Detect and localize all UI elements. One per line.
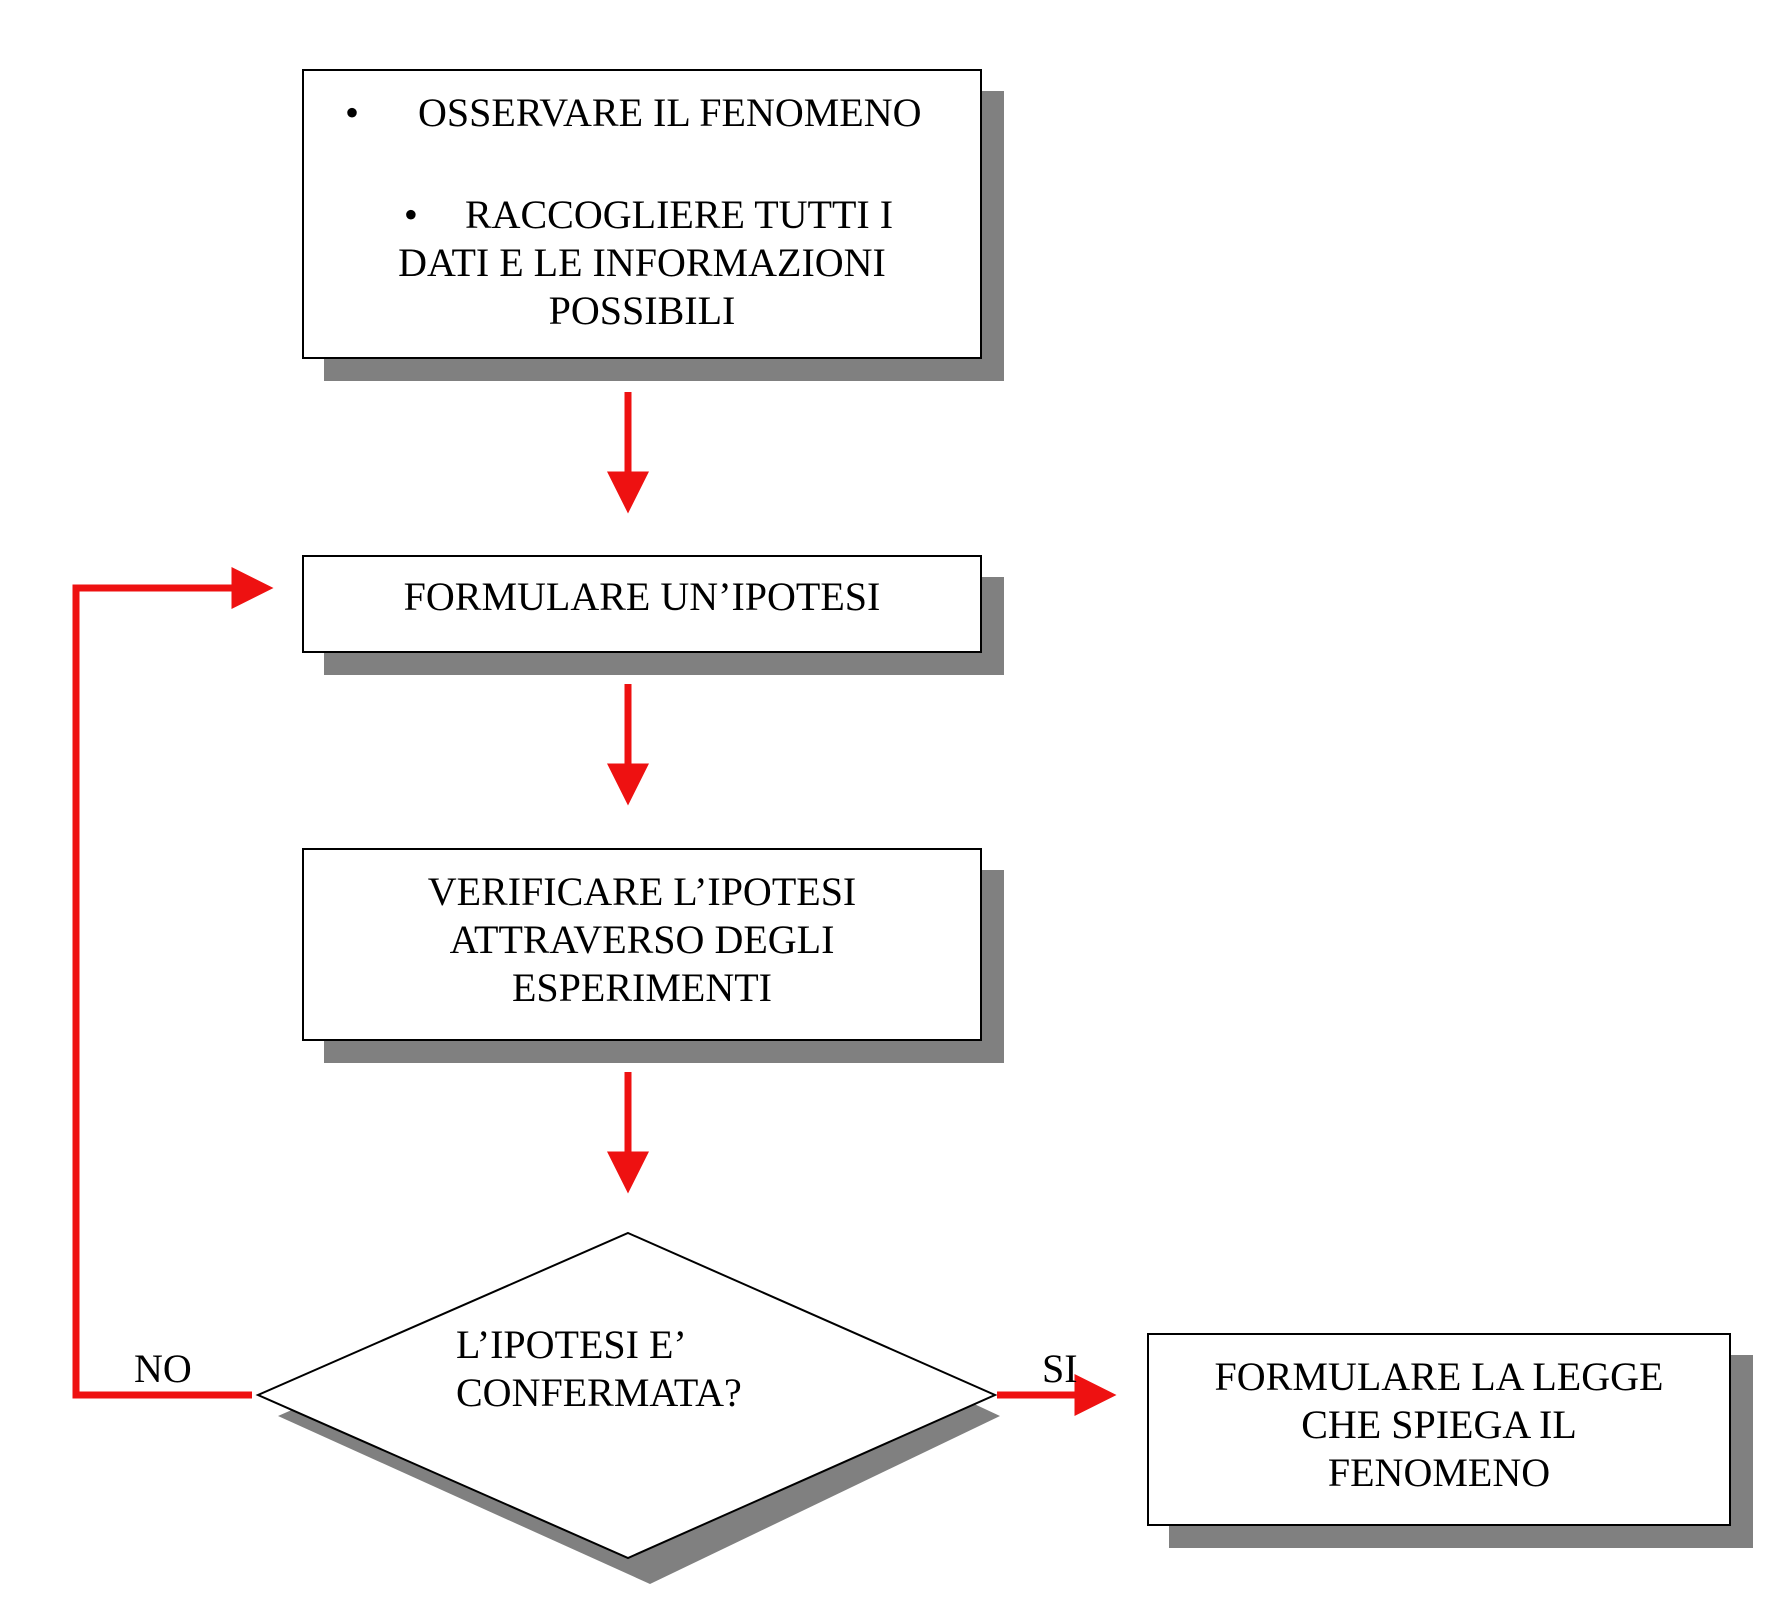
law-line-2: CHE SPIEGA IL — [1301, 1402, 1577, 1447]
decision-diamond — [255, 1231, 998, 1560]
verify-line-1: VERIFICARE L’IPOTESI — [427, 869, 857, 914]
step-hypothesis-box: FORMULARE UN’IPOTESI — [302, 555, 982, 653]
verify-line-2: ATTRAVERSO DEGLI — [449, 917, 835, 962]
no-label: NO — [134, 1346, 192, 1391]
hypothesis-label: FORMULARE UN’IPOTESI — [403, 574, 881, 619]
observe-item-1: •OSSERVARE IL FENOMENO — [304, 89, 980, 137]
decision-line-2: CONFERMATA? — [456, 1370, 742, 1415]
decision-line-1: L’IPOTESI E’ — [456, 1322, 687, 1367]
si-label: SI — [1042, 1346, 1078, 1391]
law-line-1: FORMULARE LA LEGGE — [1214, 1354, 1664, 1399]
step-law-box: FORMULARE LA LEGGE CHE SPIEGA IL FENOMEN… — [1147, 1333, 1731, 1526]
observe-item-2-line-3: POSSIBILI — [548, 288, 736, 333]
bullet-icon: • — [344, 90, 359, 135]
step-verify-box: VERIFICARE L’IPOTESI ATTRAVERSO DEGLI ES… — [302, 848, 982, 1041]
law-line-3: FENOMENO — [1327, 1450, 1551, 1495]
bullet-icon: • — [403, 192, 418, 237]
decision-label: L’IPOTESI E’ CONFERMATA? — [456, 1321, 742, 1417]
observe-item-2: •RACCOGLIERE TUTTI I — [304, 191, 980, 239]
step-observe-box: •OSSERVARE IL FENOMENO •RACCOGLIERE TUTT… — [302, 69, 982, 359]
observe-item-2-line-2: DATI E LE INFORMAZIONI — [398, 240, 886, 285]
arrow-no-loop — [72, 567, 274, 1399]
verify-line-3: ESPERIMENTI — [512, 965, 772, 1010]
